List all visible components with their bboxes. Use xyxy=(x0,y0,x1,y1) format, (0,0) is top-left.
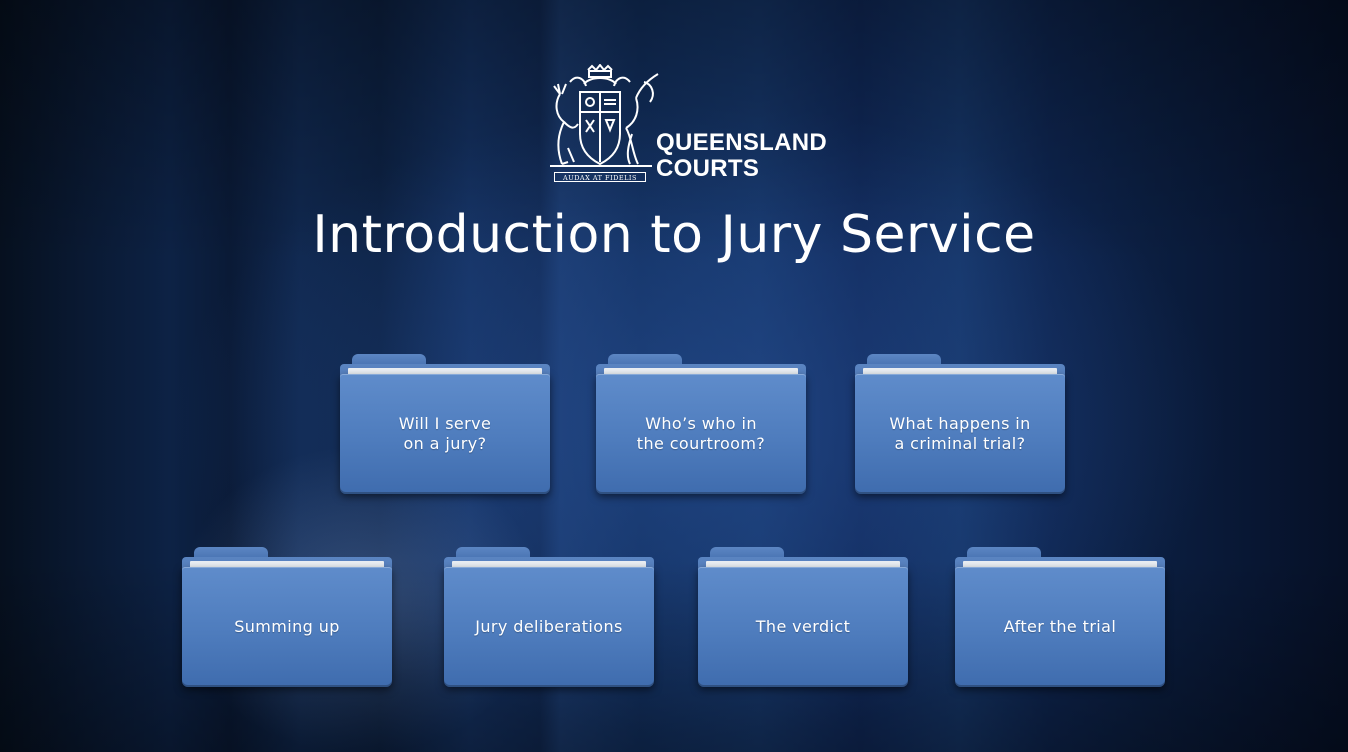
folder-label: Who’s who in the courtroom? xyxy=(636,414,766,453)
folder-jury-deliberations[interactable]: Jury deliberations xyxy=(444,547,654,687)
organization-name-line1: QUEENSLAND xyxy=(656,129,828,156)
folder-summing-up[interactable]: Summing up xyxy=(182,547,392,687)
folder-whos-who[interactable]: Who’s who in the courtroom? xyxy=(596,354,806,494)
folder-will-i-serve[interactable]: Will I serve on a jury? xyxy=(340,354,550,494)
folder-label: After the trial xyxy=(1003,617,1117,636)
folder-after-the-trial[interactable]: After the trial xyxy=(955,547,1165,687)
folder-label: The verdict xyxy=(755,617,851,636)
queensland-courts-logo: AUDAX AT FIDELIS QUEENSLAND COURTS xyxy=(540,64,850,184)
folder-label: Summing up xyxy=(234,617,340,636)
folder-label: Will I serve on a jury? xyxy=(398,414,492,453)
organization-name-line2: COURTS xyxy=(656,155,760,182)
organization-name: QUEENSLAND COURTS xyxy=(656,130,827,182)
folder-criminal-trial[interactable]: What happens in a criminal trial? xyxy=(855,354,1065,494)
folder-label: Jury deliberations xyxy=(475,617,623,636)
motto-scroll: AUDAX AT FIDELIS xyxy=(554,172,646,182)
coat-of-arms-icon xyxy=(550,64,659,167)
page-title: Introduction to Jury Service xyxy=(312,205,1036,265)
folder-the-verdict[interactable]: The verdict xyxy=(698,547,908,687)
folder-label: What happens in a criminal trial? xyxy=(889,414,1031,453)
